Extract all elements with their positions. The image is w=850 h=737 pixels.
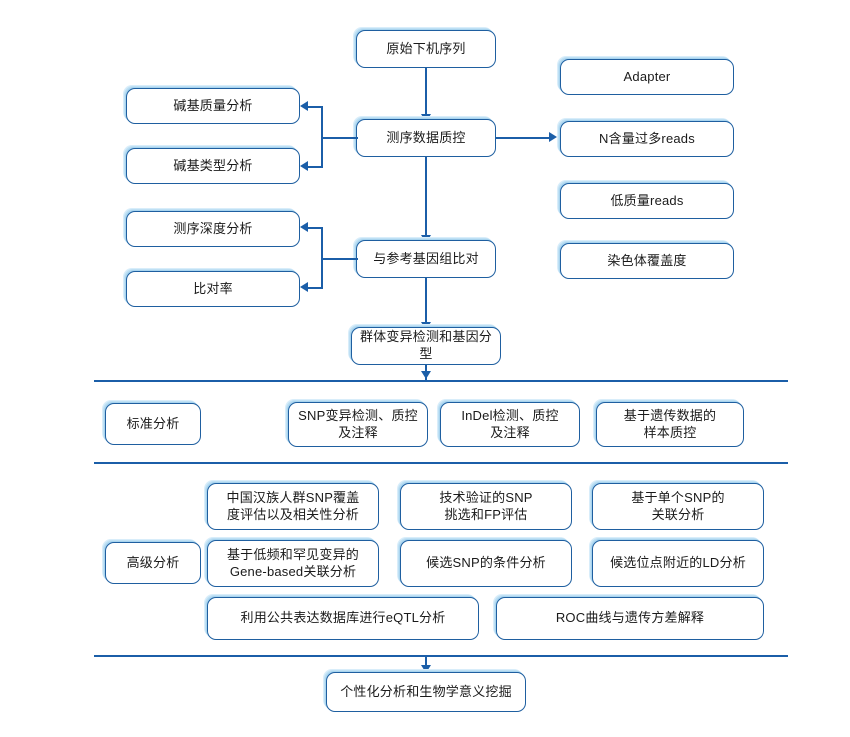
node-base-quality-analysis[interactable]: 碱基质量分析: [126, 88, 300, 124]
connector-qc-to-alignment: [425, 157, 428, 237]
connector-qc-left-trunk: [322, 137, 358, 140]
arrowhead-variant-to-standard: [420, 371, 431, 379]
node-sequencing-depth-analysis-label: 测序深度分析: [173, 220, 253, 236]
node-raw-reads-label: 原始下机序列: [386, 40, 466, 56]
section-divider-top: [94, 380, 788, 382]
node-reference-alignment-label: 与参考基因组比对: [373, 250, 479, 266]
node-snp-calling-qc-annotation-label: SNP变异检测、质控 及注释: [298, 407, 418, 440]
node-public-expression-eqtl-analysis-label: 利用公共表达数据库进行eQTL分析: [240, 610, 446, 626]
connector-alignment-left-trunk: [322, 258, 358, 261]
node-single-snp-association-label: 基于单个SNP的 关联分析: [631, 489, 725, 522]
node-candidate-snp-conditional-analysis[interactable]: 候选SNP的条件分析: [400, 540, 572, 587]
node-genetic-data-sample-qc[interactable]: 基于遗传数据的 样本质控: [596, 402, 744, 447]
connector-qc-to-n-reads: [496, 137, 550, 140]
connector-alignment-left-spine: [320, 227, 323, 289]
node-personalized-analysis-biological-mining-label: 个性化分析和生物学意义挖掘: [340, 683, 512, 699]
connector-qc-to-base-quality: [308, 106, 322, 109]
node-public-expression-eqtl-analysis[interactable]: 利用公共表达数据库进行eQTL分析: [207, 597, 479, 640]
node-chromosome-coverage[interactable]: 染色体覆盖度: [560, 243, 734, 279]
node-sequencing-qc[interactable]: 测序数据质控: [356, 119, 496, 157]
section-divider-bottom: [94, 655, 788, 657]
node-sequencing-depth-analysis[interactable]: 测序深度分析: [126, 211, 300, 247]
node-roc-curve-genetic-variance[interactable]: ROC曲线与遗传方差解释: [496, 597, 764, 640]
node-indel-calling-qc-annotation[interactable]: InDel检测、质控 及注释: [440, 402, 580, 447]
node-gene-based-rare-variant-association-label: 基于低频和罕见变异的 Gene-based关联分析: [226, 546, 359, 579]
node-mapping-rate-label: 比对率: [193, 280, 233, 296]
section-label-standard-analysis-text: 标准分析: [126, 415, 180, 431]
node-roc-curve-genetic-variance-label: ROC曲线与遗传方差解释: [555, 610, 705, 626]
node-adapter[interactable]: Adapter: [560, 59, 734, 95]
node-candidate-locus-ld-analysis[interactable]: 候选位点附近的LD分析: [592, 540, 764, 587]
arrowhead-qc-to-base-quality: [300, 101, 308, 111]
node-base-type-analysis[interactable]: 碱基类型分析: [126, 148, 300, 184]
node-chromosome-coverage-label: 染色体覆盖度: [607, 252, 687, 268]
arrowhead-qc-to-base-type: [300, 161, 308, 171]
section-label-advanced-analysis[interactable]: 高级分析: [105, 542, 201, 584]
node-candidate-locus-ld-analysis-label: 候选位点附近的LD分析: [610, 555, 746, 571]
arrowhead-alignment-to-rate: [300, 282, 308, 292]
node-single-snp-association[interactable]: 基于单个SNP的 关联分析: [592, 483, 764, 530]
node-high-n-reads-label: N含量过多reads: [599, 130, 695, 146]
connector-advanced-to-final: [425, 655, 428, 671]
node-raw-reads[interactable]: 原始下机序列: [356, 30, 496, 68]
node-genetic-data-sample-qc-label: 基于遗传数据的 样本质控: [623, 407, 717, 440]
connector-qc-left-spine: [320, 106, 323, 168]
node-technical-validation-snp[interactable]: 技术验证的SNP 挑选和FP评估: [400, 483, 572, 530]
node-sequencing-qc-label: 测序数据质控: [386, 129, 466, 145]
section-divider-middle: [94, 462, 788, 464]
node-personalized-analysis-biological-mining[interactable]: 个性化分析和生物学意义挖掘: [326, 672, 526, 712]
node-reference-alignment[interactable]: 与参考基因组比对: [356, 240, 496, 278]
arrowhead-raw-to-qc: [420, 114, 431, 122]
section-label-standard-analysis[interactable]: 标准分析: [105, 403, 201, 445]
connector-alignment-to-variant-calling: [425, 278, 428, 324]
node-low-quality-reads-label: 低质量reads: [610, 192, 684, 208]
node-base-type-analysis-label: 碱基类型分析: [173, 157, 253, 173]
node-technical-validation-snp-label: 技术验证的SNP 挑选和FP评估: [439, 489, 533, 522]
connector-raw-to-qc: [425, 68, 428, 116]
node-population-variant-genotyping[interactable]: 群体变异检测和基因分型: [351, 327, 501, 365]
node-han-chinese-snp-coverage-label: 中国汉族人群SNP覆盖 度评估以及相关性分析: [226, 489, 360, 522]
node-indel-calling-qc-annotation-label: InDel检测、质控 及注释: [461, 407, 559, 440]
node-snp-calling-qc-annotation[interactable]: SNP变异检测、质控 及注释: [288, 402, 428, 447]
arrowhead-alignment-to-depth: [300, 222, 308, 232]
node-base-quality-analysis-label: 碱基质量分析: [173, 97, 253, 113]
arrowhead-qc-to-alignment: [420, 235, 431, 243]
arrowhead-advanced-to-final: [420, 665, 431, 673]
connector-qc-to-base-type: [308, 166, 322, 169]
node-han-chinese-snp-coverage[interactable]: 中国汉族人群SNP覆盖 度评估以及相关性分析: [207, 483, 379, 530]
arrowhead-qc-to-n-reads: [549, 132, 557, 142]
section-label-advanced-analysis-text: 高级分析: [126, 554, 180, 570]
connector-alignment-to-rate: [308, 287, 322, 290]
node-gene-based-rare-variant-association[interactable]: 基于低频和罕见变异的 Gene-based关联分析: [207, 540, 379, 587]
node-mapping-rate[interactable]: 比对率: [126, 271, 300, 307]
node-candidate-snp-conditional-analysis-label: 候选SNP的条件分析: [426, 555, 546, 571]
node-adapter-label: Adapter: [623, 68, 671, 84]
connector-alignment-to-depth: [308, 227, 322, 230]
node-high-n-reads[interactable]: N含量过多reads: [560, 121, 734, 157]
arrowhead-alignment-to-variant-calling: [420, 322, 431, 330]
node-low-quality-reads[interactable]: 低质量reads: [560, 183, 734, 219]
node-population-variant-genotyping-label: 群体变异检测和基因分型: [359, 329, 492, 361]
